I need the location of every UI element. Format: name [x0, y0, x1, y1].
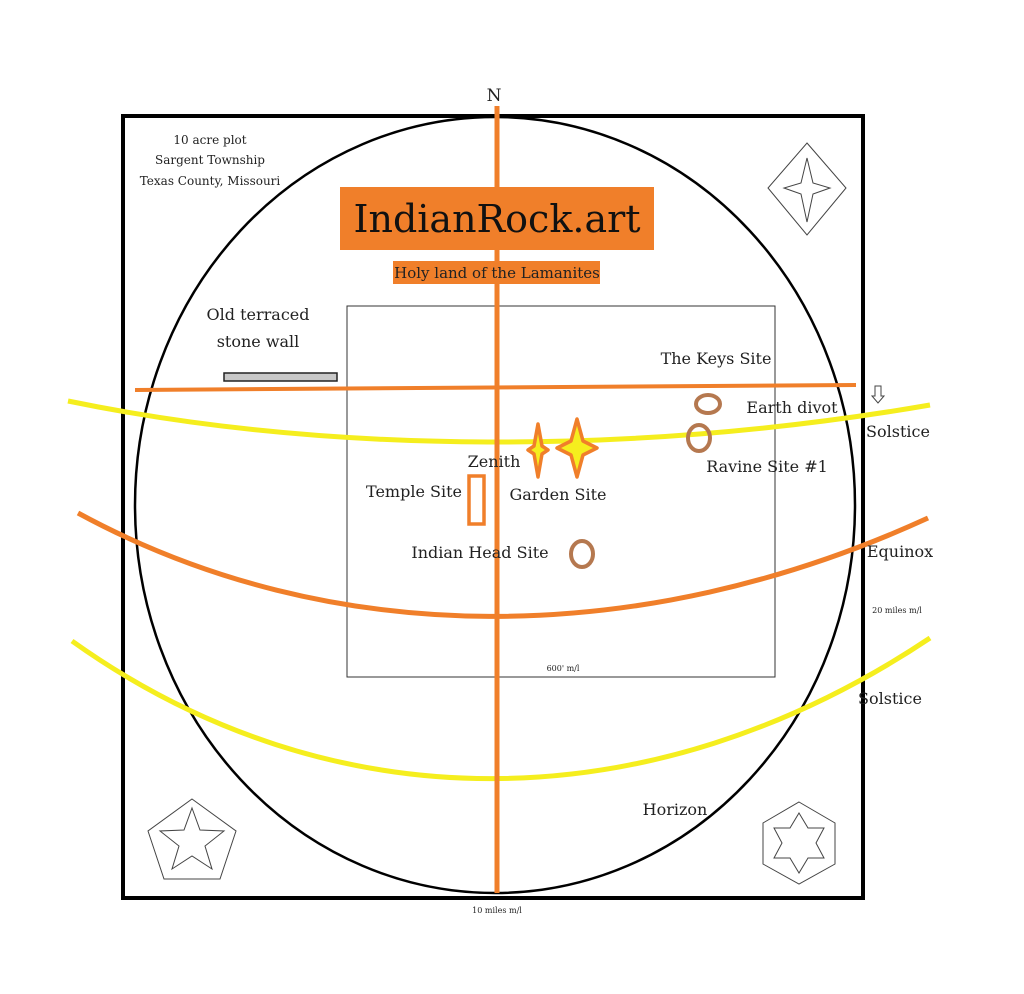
- old-wall-label-line1: Old terraced: [207, 305, 310, 324]
- solstice-top-label: Solstice: [866, 422, 930, 441]
- solstice-bottom-curve: [70, 635, 932, 782]
- old-wall-marker: [223, 372, 338, 382]
- equinox-curve: [76, 510, 930, 619]
- zenith-large-star-icon: [555, 417, 599, 479]
- ten-miles-label: 10 miles m/l: [472, 906, 522, 915]
- equinox-label: Equinox: [867, 542, 933, 561]
- earth-divot-marker: [694, 393, 722, 415]
- page-title: IndianRock.art: [353, 197, 640, 241]
- subtitle-box: [393, 261, 600, 284]
- north-label: N: [487, 86, 502, 106]
- temple-site-marker: [467, 474, 486, 526]
- page-subtitle: Holy land of the Lamanites: [394, 264, 600, 282]
- five-point-star-icon: [147, 798, 237, 880]
- ravine-site-marker: [686, 423, 712, 453]
- title-box: [340, 187, 654, 250]
- plot-boundary: [346, 305, 776, 678]
- plot-info-line2: Sargent Township: [155, 153, 265, 167]
- old-wall-label-line2: stone wall: [217, 332, 300, 351]
- temple-site-label: Temple Site: [366, 482, 462, 501]
- indian-head-site-marker: [569, 539, 595, 569]
- garden-site-label: Garden Site: [509, 485, 606, 504]
- ravine-site-label: Ravine Site #1: [706, 457, 828, 476]
- zenith-small-star-icon: [526, 422, 550, 479]
- solstice-bottom-label: Solstice: [858, 689, 922, 708]
- solstice-top-curve: [67, 398, 931, 445]
- zenith-label: Zenith: [468, 452, 521, 471]
- earth-divot-label: Earth divot: [746, 398, 838, 417]
- six-hundred-feet-label: 600' m/l: [547, 664, 580, 673]
- four-point-star-icon: [767, 142, 847, 236]
- plot-info-line1: 10 acre plot: [173, 133, 246, 147]
- six-point-star-icon: [762, 801, 836, 885]
- plot-info-line3: Texas County, Missouri: [140, 174, 281, 188]
- twenty-miles-label: 20 miles m/l: [872, 606, 922, 615]
- keys-site-label: The Keys Site: [661, 349, 772, 368]
- indian-head-site-label: Indian Head Site: [411, 543, 548, 562]
- horizon-label: Horizon: [643, 800, 708, 819]
- down-arrow-icon: [870, 385, 886, 404]
